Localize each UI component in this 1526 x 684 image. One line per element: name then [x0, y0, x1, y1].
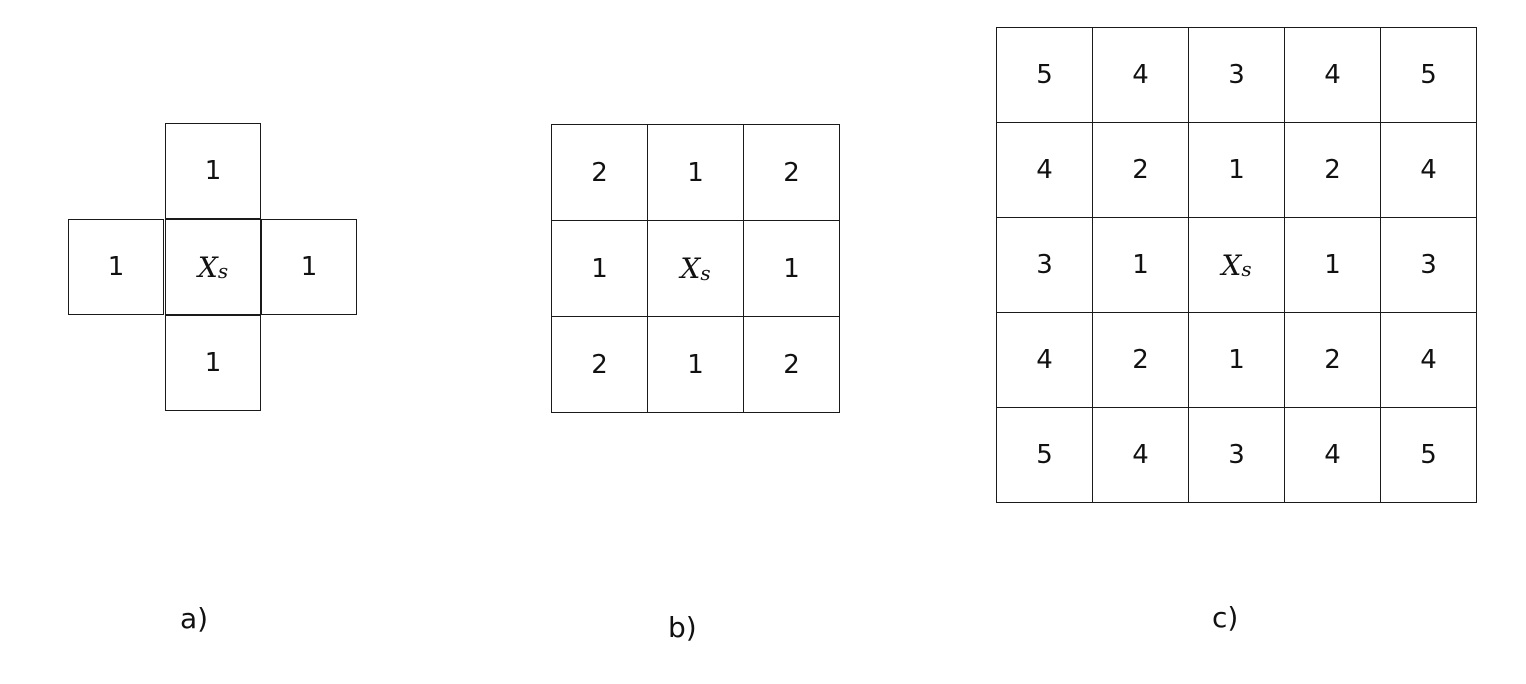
- center-subscript: s: [1241, 257, 1252, 281]
- grid-cell: 5: [1380, 27, 1477, 123]
- grid-cell: 1: [743, 220, 840, 317]
- grid-cell: 1: [1188, 122, 1285, 218]
- center-subscript: s: [700, 260, 711, 285]
- grid-cell: 5: [996, 27, 1093, 123]
- grid-cell: 4: [996, 122, 1093, 218]
- grid-cell: 2: [1092, 122, 1189, 218]
- grid-cell: 3: [996, 217, 1093, 313]
- grid-cell: 1: [1092, 217, 1189, 313]
- grid-cell: 1: [551, 220, 648, 317]
- grid-cell: 5: [1380, 407, 1477, 503]
- grid-cell: 1: [1188, 312, 1285, 408]
- grid-cell: 3: [1188, 407, 1285, 503]
- grid-cell: 5: [996, 407, 1093, 503]
- caption-b: b): [668, 611, 697, 644]
- grid-cell: 4: [1092, 407, 1189, 503]
- grid-cell: 2: [551, 124, 648, 221]
- center-symbol: X: [1221, 248, 1242, 282]
- grid-cell: 4: [1092, 27, 1189, 123]
- grid-cell: 4: [1380, 312, 1477, 408]
- cell-right: 1: [261, 219, 357, 315]
- center-symbol: X: [680, 252, 701, 285]
- grid-cell: 2: [551, 316, 648, 413]
- cell-left: 1: [68, 219, 164, 315]
- cell-bottom: 1: [165, 315, 261, 411]
- grid-cell: 4: [1284, 27, 1381, 123]
- grid-cell: 2: [743, 124, 840, 221]
- grid-cell: 2: [1284, 122, 1381, 218]
- center-subscript: s: [217, 259, 229, 283]
- cell-top: 1: [165, 123, 261, 219]
- grid-cell: 2: [1284, 312, 1381, 408]
- grid-cell: 3: [1380, 217, 1477, 313]
- caption-a: a): [180, 602, 209, 635]
- grid-cell: 4: [1380, 122, 1477, 218]
- center-symbol: X: [197, 250, 218, 284]
- grid-cell: 1: [647, 124, 744, 221]
- grid-cell: 2: [1092, 312, 1189, 408]
- grid-cell: 4: [1284, 407, 1381, 503]
- grid-cell: 1: [647, 316, 744, 413]
- grid-cell: 3: [1188, 27, 1285, 123]
- grid-cell: 1: [1284, 217, 1381, 313]
- caption-c: c): [1212, 601, 1239, 634]
- grid-cell: 2: [743, 316, 840, 413]
- grid-cell: 4: [996, 312, 1093, 408]
